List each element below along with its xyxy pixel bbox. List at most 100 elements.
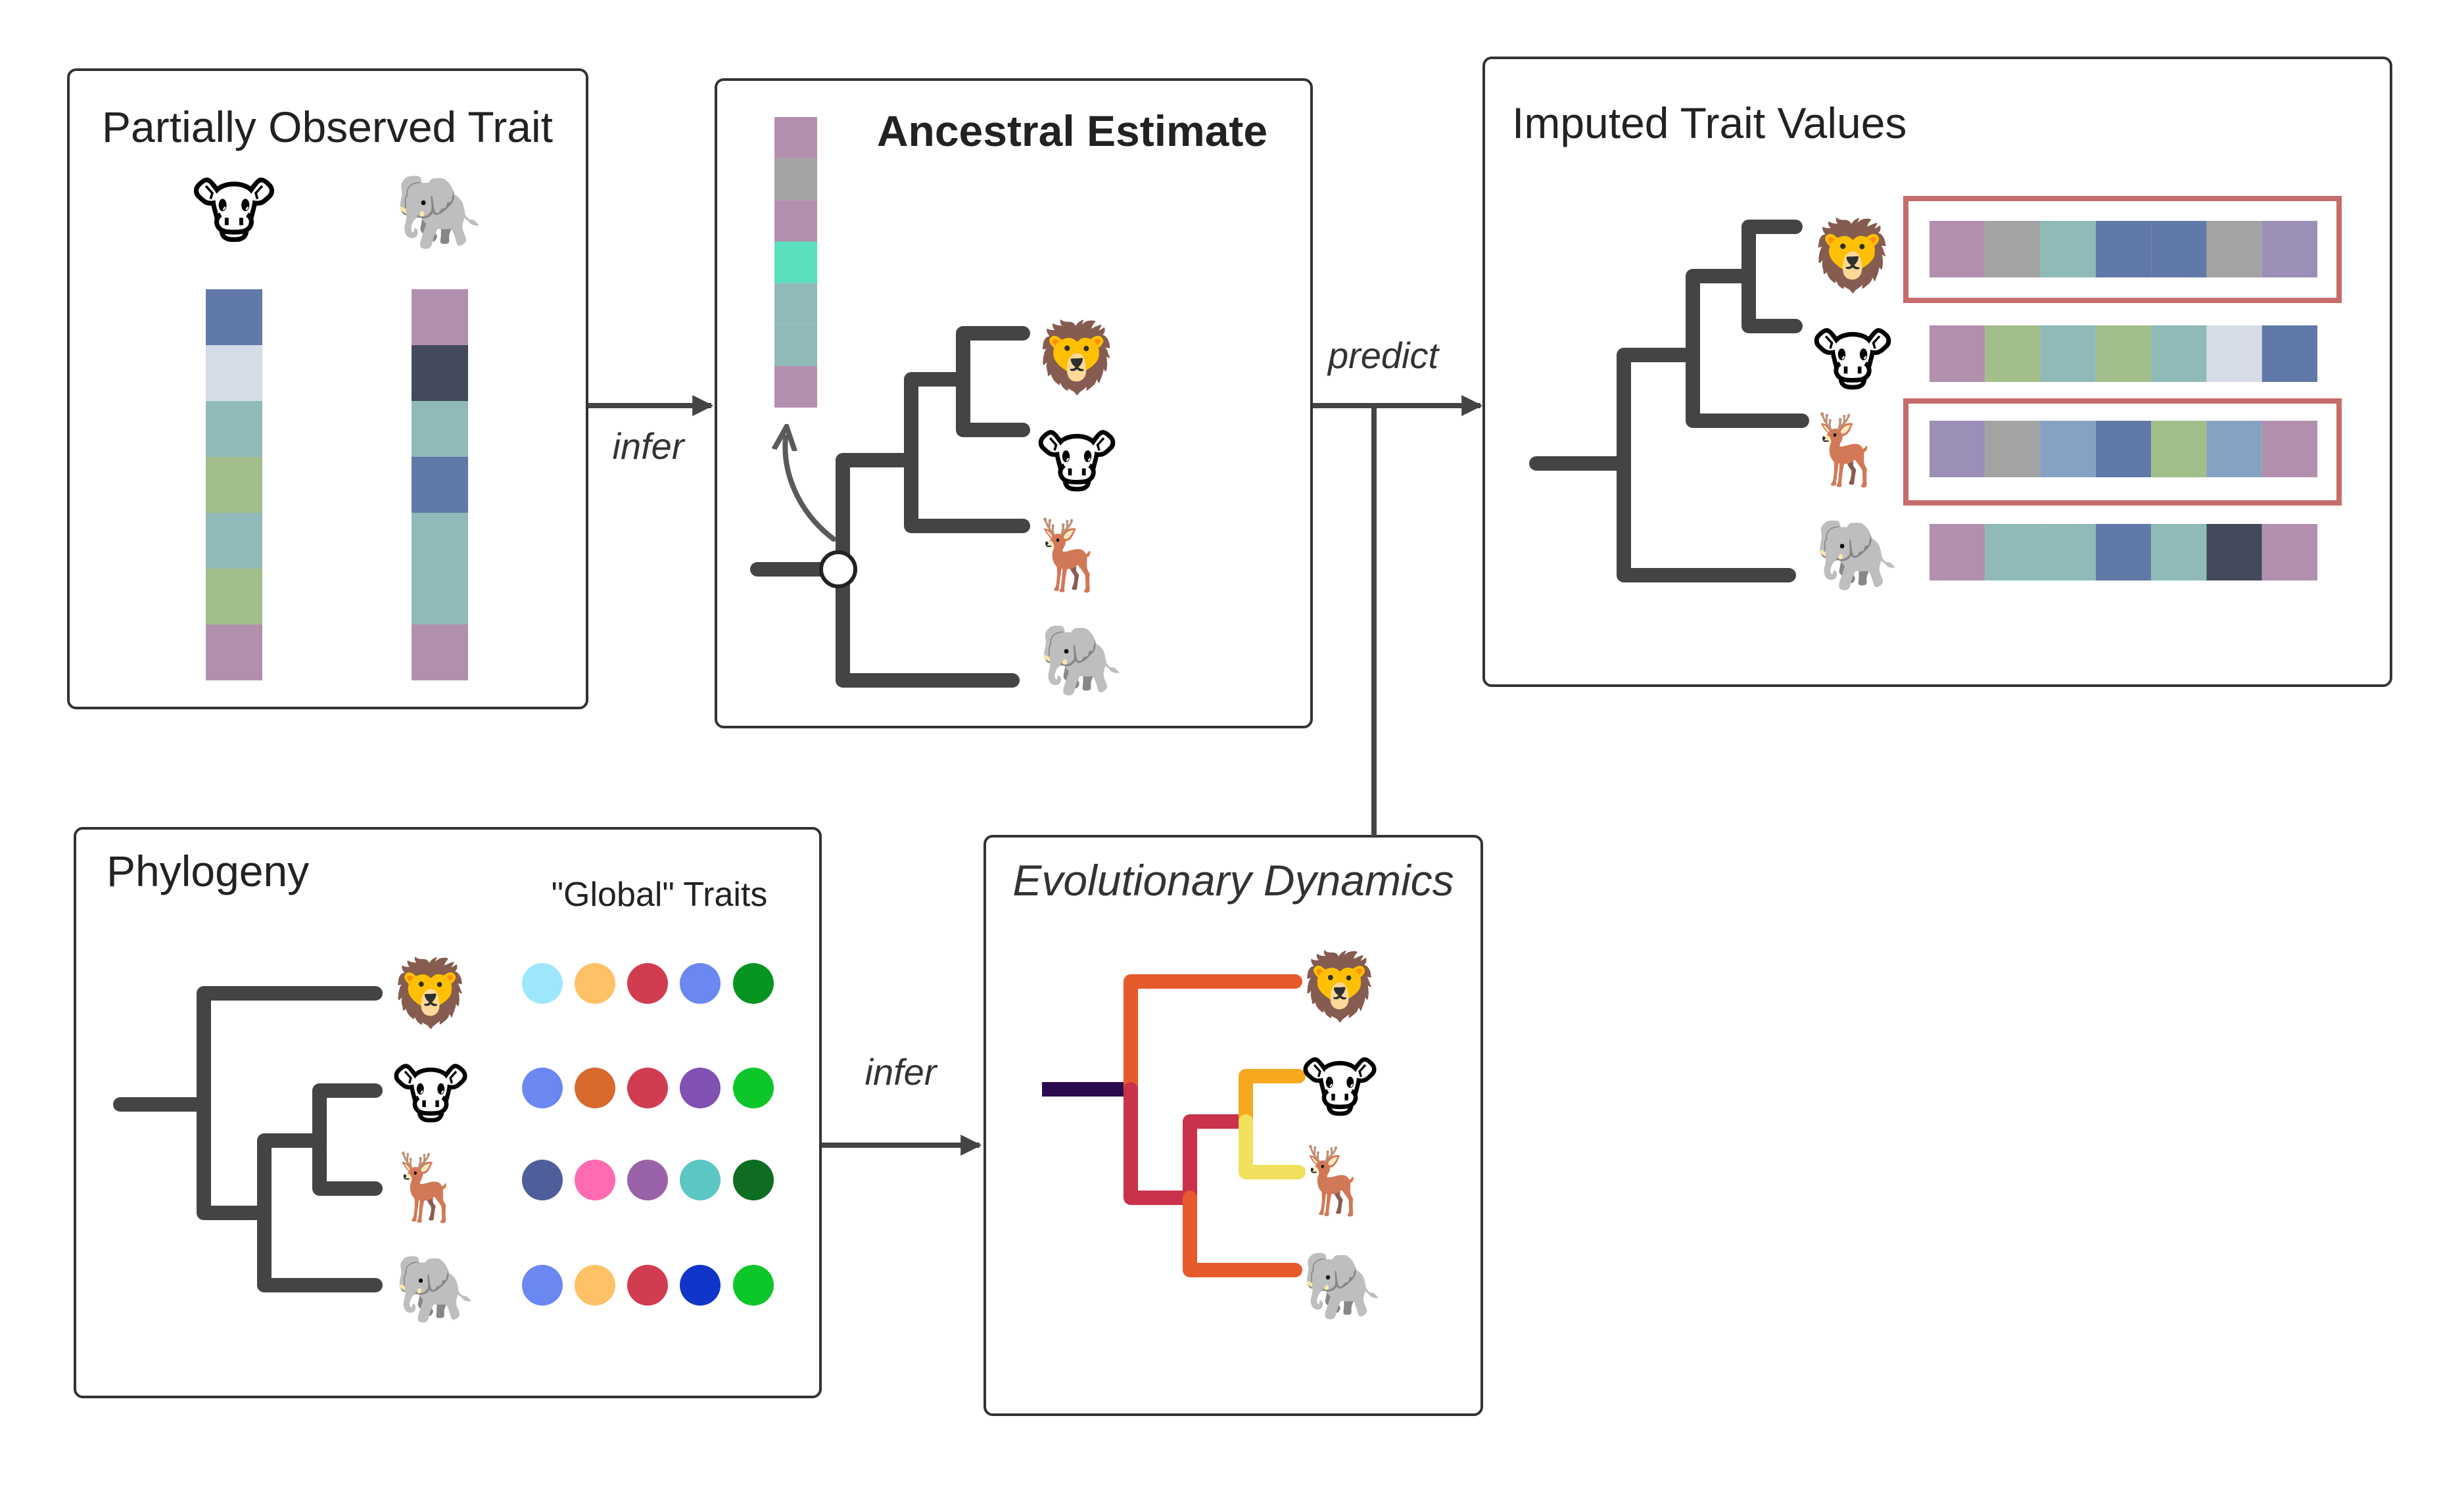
infer-bottom-label: infer [865, 1051, 938, 1093]
ancestral-trait-cell [774, 283, 817, 325]
global-traits-label: "Global" Traits [552, 876, 768, 914]
imputed-trait-cell [2095, 524, 2152, 580]
imputed-trait-cell [1930, 421, 1985, 477]
imputed-trait-cell [1930, 325, 1985, 382]
cow-trait-cell [206, 625, 262, 680]
ancestral-trait-cell [774, 117, 817, 159]
dynamics-lion-branch [1124, 974, 1302, 1097]
panel-ancestral-estimate: Ancestral Estimate 🦁 🐮 🦌 🐘 [715, 78, 1313, 728]
elephant-trait-cell [412, 289, 468, 345]
cow-trait-cell [206, 401, 262, 457]
global-trait-dot [627, 1068, 668, 1108]
imputed-trait-cell [2261, 524, 2317, 580]
cow-icon: 🐮 [1301, 1050, 1379, 1127]
deer-icon: 🦌 [387, 1148, 469, 1225]
ancestral-curved-arrow [785, 437, 836, 542]
cow-icon: 🐮 [1812, 321, 1893, 401]
global-trait-dot [680, 963, 721, 1004]
imputed-highlight-deer [1903, 398, 2342, 506]
imputed-trait-cell [2206, 221, 2262, 277]
imputed-trait-cell [2095, 221, 2152, 277]
imputed-trait-cell [1985, 325, 2041, 382]
ancestral-deer-clade [904, 372, 1030, 533]
deer-icon: 🦌 [1805, 410, 1891, 490]
global-trait-dot [733, 963, 774, 1004]
deer-icon: 🦌 [1028, 515, 1114, 595]
cow-icon: 🐮 [191, 170, 277, 254]
imputed-trait-cell [2151, 325, 2207, 382]
elephant-icon: 🐘 [1814, 515, 1901, 595]
predict-label: predict [1327, 335, 1440, 376]
dynamics-cow-branch [1239, 1069, 1306, 1129]
phylogeny-tree [113, 986, 383, 1292]
imputed-tree [1529, 220, 1809, 582]
global-trait-dots [522, 963, 774, 1306]
dynamics-elephant-branch [1183, 1191, 1302, 1277]
deer-icon: 🦌 [1294, 1142, 1376, 1219]
panel-dynamics: Evolutionary Dynamics 🦁 🐮 🦌 🐘 [983, 835, 1483, 1416]
global-trait-dot [627, 963, 668, 1004]
imputed-trait-cell [2040, 421, 2096, 477]
ancestral-trait-cell [774, 324, 817, 366]
panel-phylogeny-title: Phylogeny [107, 847, 309, 895]
panel-dynamics-title: Evolutionary Dynamics [1012, 856, 1454, 905]
global-trait-dot [575, 1068, 615, 1108]
global-trait-dot [680, 1160, 721, 1200]
global-trait-dot [522, 1068, 563, 1108]
panel-ancestral-frame [715, 78, 1313, 728]
cow-icon: 🐮 [1036, 423, 1118, 503]
imputed-trait-cell [2151, 524, 2207, 580]
panel-imputed: Imputed Trait Values 🦁 🐮 🦌 🐘 [1482, 57, 2392, 687]
elephant-trait-cell [412, 569, 468, 625]
elephant-trait-cell [412, 401, 468, 457]
cow-trait-cell [206, 289, 262, 345]
global-trait-dot [575, 1160, 615, 1200]
ancestral-root-node [819, 550, 857, 588]
panel-partially-observed-title: Partially Observed Trait [102, 103, 553, 151]
phylogeny-main-clade [197, 986, 383, 1220]
global-trait-dot [522, 963, 563, 1004]
imputed-trait-cell [2040, 221, 2096, 277]
lion-icon: 🦁 [1034, 318, 1120, 398]
dynamics-lower-branch [1124, 1082, 1197, 1205]
imputed-trait-cell [2261, 221, 2317, 277]
dynamics-tree [1042, 974, 1306, 1277]
global-trait-dot [627, 1160, 668, 1200]
panel-partially-observed-frame [67, 68, 588, 709]
elephant-icon: 🐘 [1302, 1247, 1384, 1324]
imputed-trait-cell [1930, 524, 1985, 580]
imputed-trait-cell [2206, 325, 2262, 382]
elephant-trait-cell [412, 625, 468, 680]
elephant-trait-cell [412, 457, 468, 513]
panel-imputed-title: Imputed Trait Values [1512, 99, 1906, 147]
elephant-trait-cell [412, 345, 468, 401]
global-trait-dot [627, 1265, 668, 1306]
imputed-trait-cell [1985, 524, 2041, 580]
elephant-icon: 🐘 [394, 1250, 477, 1327]
cow-trait-cell [206, 457, 262, 513]
imputed-trait-cell [2040, 524, 2096, 580]
lion-icon: 🦁 [1810, 216, 1896, 296]
imputed-trait-cell [2095, 325, 2152, 382]
cow-trait-cell [206, 569, 262, 625]
ancestral-trait-column [774, 117, 817, 408]
infer-top-label: infer [613, 425, 686, 467]
global-trait-dot [733, 1160, 774, 1200]
ancestral-trait-cell [774, 158, 817, 201]
imputed-trait-cell [2261, 325, 2317, 382]
global-trait-dot [575, 963, 615, 1004]
global-trait-dot [733, 1068, 774, 1108]
phylogeny-inner-clade [257, 1133, 383, 1292]
ancestral-trait-cell [774, 241, 817, 283]
imputed-trait-cell [1985, 221, 2041, 277]
imputed-trait-cell [2151, 421, 2207, 477]
lion-icon: 🦁 [390, 955, 472, 1031]
elephant-trait-column [412, 289, 468, 680]
dynamics-inner-branch [1183, 1114, 1250, 1205]
cow-trait-column [206, 289, 262, 680]
imputed-trait-cell [2261, 421, 2317, 477]
global-trait-dot [680, 1068, 721, 1108]
imputed-main-clade [1617, 348, 1796, 582]
dynamics-deer-branch [1239, 1114, 1306, 1179]
